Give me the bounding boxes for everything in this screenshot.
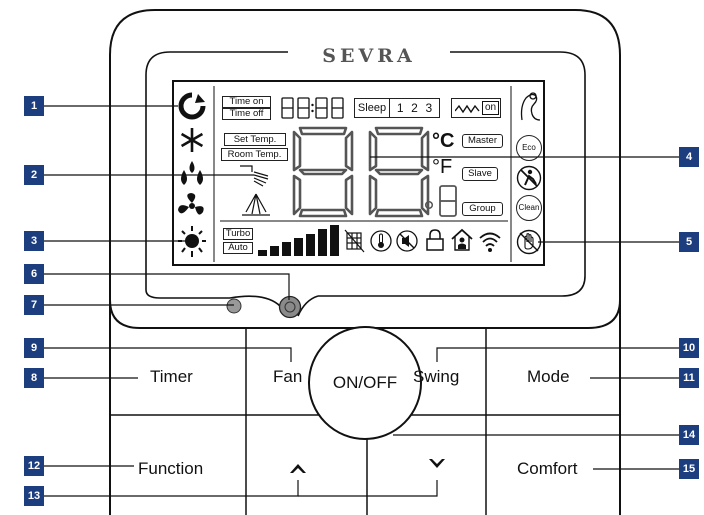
- sun-icon: [178, 226, 206, 257]
- callout-11: 11: [679, 368, 699, 388]
- comfort-button[interactable]: Comfort: [517, 459, 578, 478]
- fan-icon: [178, 193, 204, 215]
- temperature-big-digits: [292, 126, 430, 218]
- room-temp-label: Room Temp.: [221, 148, 288, 161]
- fahrenheit-unit: °F: [432, 156, 453, 178]
- louver-swing-icon: [240, 165, 269, 187]
- on-off-button-ring: [308, 326, 422, 440]
- sleep-level-2: 2: [411, 101, 418, 115]
- callout-10: 10: [679, 338, 699, 358]
- snowflake-icon: [180, 128, 204, 152]
- callout-6: 6: [24, 264, 44, 284]
- callout-9: 9: [24, 338, 44, 358]
- callout-1: 1: [24, 96, 44, 116]
- swing-button[interactable]: Swing: [413, 367, 460, 386]
- callout-12: 12: [24, 456, 44, 476]
- clock-digits: [281, 97, 344, 119]
- callout-13: 13: [24, 486, 44, 506]
- set-temp-label: Set Temp.: [224, 133, 286, 146]
- on-label: on: [482, 101, 499, 115]
- swing-arrows-icon: [178, 92, 206, 120]
- sensor-button[interactable]: [278, 295, 302, 319]
- time-off-label: Time off: [222, 108, 271, 120]
- louver-down-icon: [242, 193, 270, 216]
- wifi-icon: [479, 232, 501, 252]
- callout-14: 14: [679, 425, 699, 445]
- fan-on-indicator: on: [451, 98, 501, 118]
- callout-15: 15: [679, 459, 699, 479]
- grid-icon: [344, 229, 365, 253]
- fan-button[interactable]: Fan: [273, 367, 303, 386]
- slave-label: Slave: [462, 167, 498, 181]
- auto-label: Auto: [223, 242, 253, 254]
- indicator-led: [226, 298, 242, 314]
- turbo-label: Turbo: [223, 228, 253, 240]
- sleep-level-3: 3: [425, 101, 433, 115]
- lock-icon: [426, 229, 444, 251]
- house-icon: [451, 228, 473, 251]
- on-off-button[interactable]: ON/OFF: [332, 373, 398, 392]
- callout-8: 8: [24, 368, 44, 388]
- clean-icon: Clean: [516, 195, 542, 221]
- brand-logo: SEVRA: [288, 44, 450, 68]
- sleep-label: Sleep: [354, 98, 389, 118]
- master-label: Master: [462, 134, 503, 148]
- drops-icon: [181, 161, 203, 185]
- callout-5: 5: [679, 232, 699, 252]
- small-digit: [439, 185, 457, 217]
- person-wave-icon: [520, 92, 541, 121]
- mute-icon: [396, 230, 418, 252]
- celsius-unit: °C: [432, 130, 455, 152]
- mode-button[interactable]: Mode: [527, 367, 570, 386]
- group-label: Group: [462, 202, 503, 216]
- sleep-level-1: 1: [396, 101, 404, 115]
- timer-button[interactable]: Timer: [150, 367, 193, 386]
- no-person-icon: [516, 165, 542, 191]
- zigzag-icon: [455, 104, 480, 114]
- function-button[interactable]: Function: [138, 459, 204, 478]
- time-on-label: Time on: [222, 96, 271, 108]
- fan-speed-bars-icon: [258, 225, 339, 256]
- down-arrow-button[interactable]: [427, 456, 447, 472]
- thermometer-icon: [370, 230, 392, 252]
- callout-7: 7: [24, 295, 44, 315]
- callout-3: 3: [24, 231, 44, 251]
- sleep-levels: 1 2 3: [389, 98, 440, 118]
- decimal-point: [424, 200, 434, 210]
- up-arrow-button[interactable]: [288, 460, 308, 476]
- callout-4: 4: [679, 147, 699, 167]
- callout-2: 2: [24, 165, 44, 185]
